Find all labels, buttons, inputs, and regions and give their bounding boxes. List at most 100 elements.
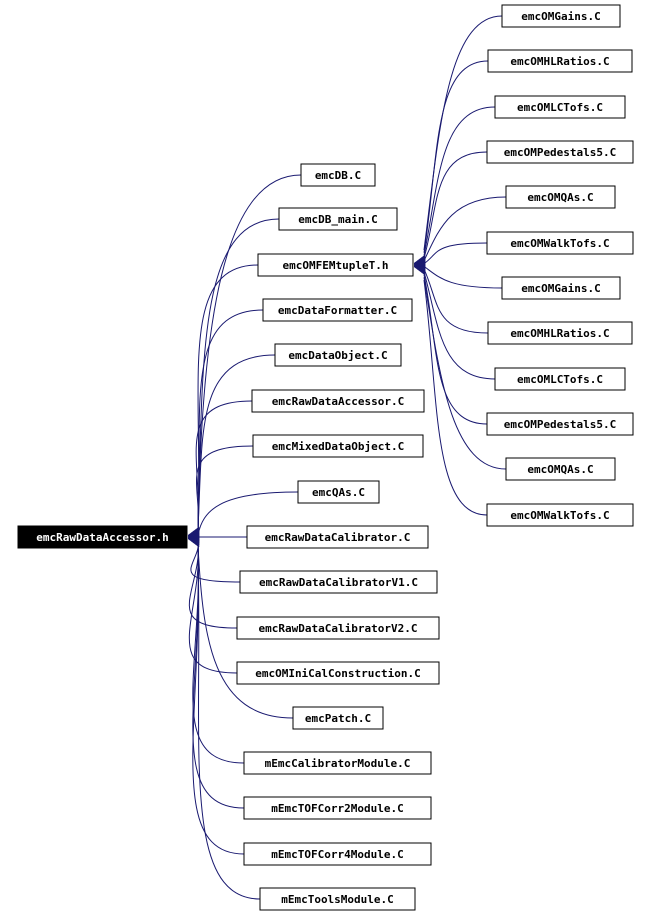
graph-arrowheads [187,254,426,548]
dependent-node-box [243,751,432,775]
mid-arrowhead [413,266,426,276]
mid-dependent-node[interactable]: emcOMWalkTofs.C [486,231,634,255]
dependent-node[interactable]: emcDB_main.C [278,207,398,231]
dependent-node-label: mEmcToolsModule.C [281,893,394,906]
mid-dependent-node[interactable]: emcOMGains.C [501,4,621,28]
dependent-node-label: emcRawDataCalibrator.C [265,531,411,544]
dependent-node-label: emcDB_main.C [298,213,377,226]
root-node-label: emcRawDataAccessor.h [36,531,168,544]
mid-node[interactable]: emcOMFEMtupleT.h [257,253,414,277]
edge-to-root [195,400,253,531]
mid-dependent-node-box [486,231,634,255]
mid-dependent-node[interactable]: emcOMWalkTofs.C [486,503,634,527]
dependent-node-label: mEmcCalibratorModule.C [265,757,411,770]
dependent-node[interactable]: emcRawDataCalibratorV1.C [239,570,438,594]
edge-to-root [197,218,280,522]
mid-dependent-node-label: emcOMPedestals5.C [504,418,617,431]
edge-to-root [192,552,245,855]
dependent-node[interactable]: mEmcToolsModule.C [259,887,416,911]
mid-node-box [257,253,414,277]
mid-node-label: emcOMFEMtupleT.h [283,259,389,272]
dependent-node-box [252,434,424,458]
edge-to-mid [423,151,488,259]
dependent-node[interactable]: emcRawDataAccessor.C [251,389,425,413]
graph-nodes: emcRawDataAccessor.hemcDB.CemcDB_main.Ce… [17,4,634,911]
mid-dependent-node-box [486,503,634,527]
mid-dependent-node[interactable]: emcOMPedestals5.C [486,412,634,436]
mid-dependent-node-box [494,95,626,119]
dependent-node[interactable]: emcPatch.C [292,706,384,730]
mid-dependent-node-box [501,276,621,300]
edge-to-mid [423,271,496,380]
mid-dependent-node[interactable]: emcOMGains.C [501,276,621,300]
mid-dependent-node-box [505,185,616,209]
edge-to-mid [423,268,489,334]
edge-to-mid [423,274,488,425]
mid-dependent-node-label: emcOMWalkTofs.C [510,237,609,250]
dependent-node[interactable]: emcDataFormatter.C [262,298,413,322]
dependent-node[interactable]: emcDB.C [300,163,376,187]
mid-dependent-node[interactable]: emcOMQAs.C [505,457,616,481]
mid-dependent-node-box [486,412,634,436]
edge-to-mid [423,242,488,265]
dependent-node-box [259,887,416,911]
mid-dependent-node[interactable]: emcOMQAs.C [505,185,616,209]
dependent-node-box [246,525,429,549]
mid-dependent-node[interactable]: emcOMHLRatios.C [487,49,633,73]
dependent-node-box [292,706,384,730]
dependent-node[interactable]: emcOMIniCalConstruction.C [236,661,440,685]
dependent-node[interactable]: emcRawDataCalibratorV2.C [236,616,440,640]
mid-dependent-node-label: emcOMQAs.C [527,463,593,476]
mid-dependent-node-label: emcOMQAs.C [527,191,593,204]
edge-to-root [197,555,261,900]
root-node[interactable]: emcRawDataAccessor.h [17,525,188,549]
mid-dependent-node-label: emcOMHLRatios.C [510,327,609,340]
dependent-node-box [274,343,402,367]
dependent-node-label: mEmcTOFCorr2Module.C [271,802,403,815]
edge-to-root [197,546,294,719]
mid-dependent-node[interactable]: emcOMLCTofs.C [494,95,626,119]
dependent-node[interactable]: mEmcTOFCorr4Module.C [243,842,432,866]
mid-dependent-node-label: emcOMLCTofs.C [517,101,603,114]
edge-to-mid [423,277,507,470]
dependent-node-box [278,207,398,231]
dependent-node[interactable]: emcMixedDataObject.C [252,434,424,458]
mid-dependent-node[interactable]: emcOMHLRatios.C [487,321,633,345]
edge-to-root [197,491,299,535]
dependent-node-label: emcRawDataCalibratorV1.C [259,576,418,589]
dependent-node-label: emcDataObject.C [288,349,387,362]
edge-to-root [197,354,276,528]
dependent-node-label: mEmcTOFCorr4Module.C [271,848,403,861]
root-node-box [17,525,188,549]
dependent-node[interactable]: emcQAs.C [297,480,380,504]
dependent-node-box [243,796,432,820]
root-arrowhead [187,538,200,548]
edge-to-mid [423,60,489,253]
dependent-node-box [251,389,425,413]
dependent-node[interactable]: mEmcCalibratorModule.C [243,751,432,775]
dependent-node-box [297,480,380,504]
mid-dependent-node-box [501,4,621,28]
mid-dependent-node[interactable]: emcOMPedestals5.C [486,140,634,164]
dependent-node-label: emcDataFormatter.C [278,304,397,317]
dependent-node[interactable]: emcDataObject.C [274,343,402,367]
dependent-node-label: emcDB.C [315,169,361,182]
edge-to-root [197,264,259,524]
mid-dependent-node-label: emcOMGains.C [521,282,600,295]
edge-to-root [196,445,254,533]
mid-dependent-node-box [494,367,626,391]
edge-to-root [197,174,302,519]
edge-to-mid [423,106,496,256]
mid-dependent-node-label: emcOMWalkTofs.C [510,509,609,522]
dependent-node-label: emcRawDataAccessor.C [272,395,404,408]
edge-to-mid [423,265,503,289]
mid-dependent-node[interactable]: emcOMLCTofs.C [494,367,626,391]
dependent-node[interactable]: emcRawDataCalibrator.C [246,525,429,549]
dependent-node[interactable]: mEmcTOFCorr2Module.C [243,796,432,820]
dependent-node-box [243,842,432,866]
dependent-node-box [262,298,413,322]
edge-to-mid [423,15,503,251]
dependent-node-box [236,616,440,640]
dependent-node-box [239,570,438,594]
